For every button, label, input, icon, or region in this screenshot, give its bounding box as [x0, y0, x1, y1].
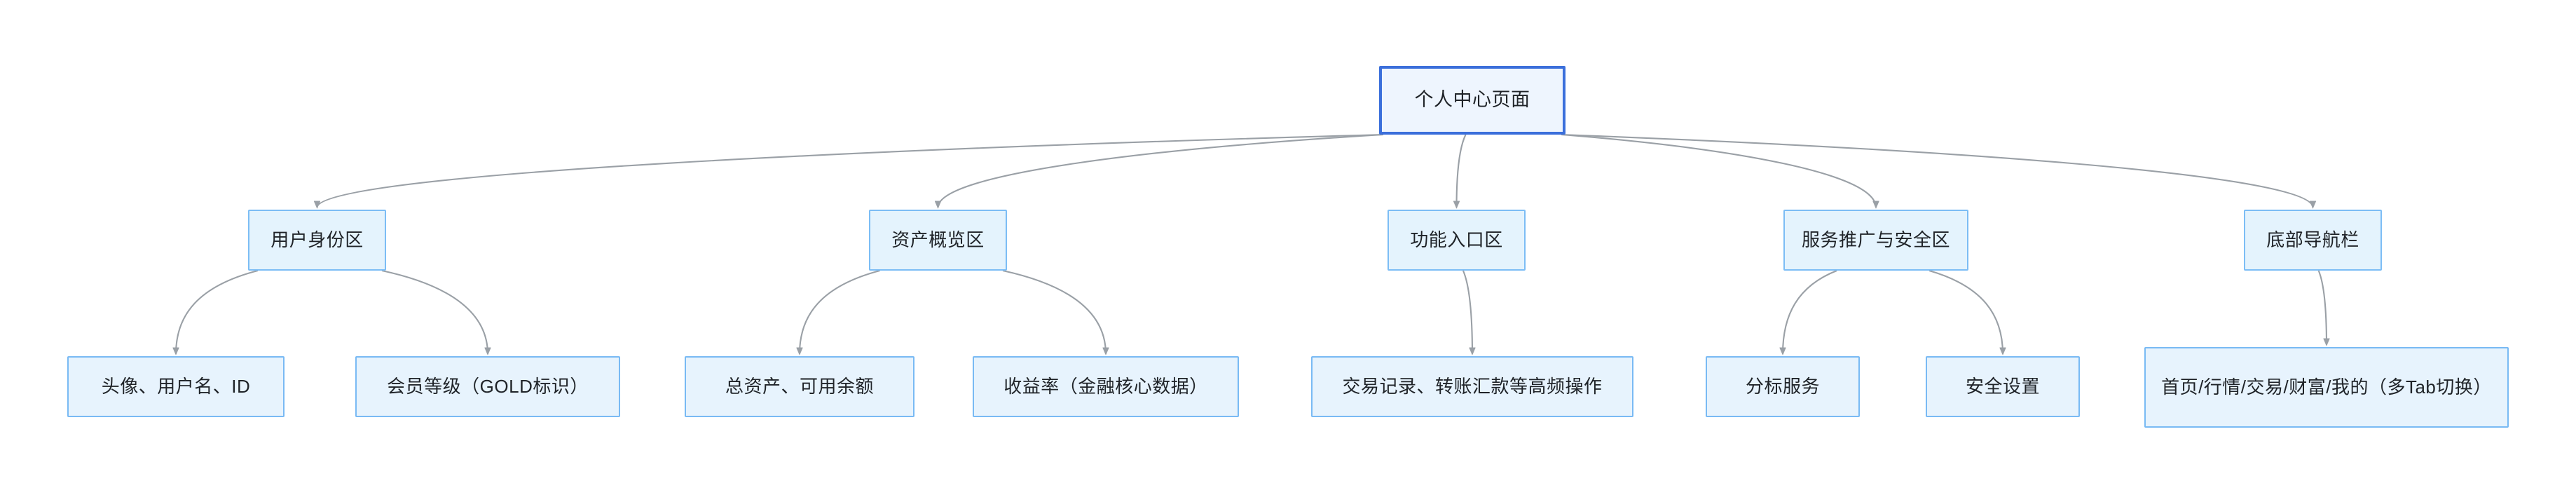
- node-yield-rate[interactable]: 收益率（金融核心数据）: [973, 356, 1239, 417]
- edge-user-identity-to-avatar-username-id: [176, 269, 259, 354]
- node-label: 底部导航栏: [2266, 229, 2359, 250]
- node-label: 个人中心页面: [1414, 89, 1530, 111]
- node-label: 头像、用户名、ID: [101, 375, 251, 397]
- edge-root-to-bottom-nav: [1561, 133, 2313, 208]
- edge-root-to-feature-entry: [1457, 134, 1467, 208]
- edge-root-to-user-identity: [317, 133, 1384, 208]
- edge-asset-overview-to-yield-rate: [1002, 269, 1106, 354]
- edge-paths: [176, 133, 2327, 354]
- node-label: 用户身份区: [270, 229, 364, 250]
- node-bottom-nav[interactable]: 底部导航栏: [2244, 210, 2382, 271]
- node-label: 服务推广与安全区: [1801, 229, 1950, 250]
- node-tiered-service[interactable]: 分标服务: [1706, 356, 1860, 417]
- node-label: 资产概览区: [891, 229, 985, 250]
- edge-root-to-service-security: [1561, 133, 1876, 208]
- node-label: 安全设置: [1965, 375, 2040, 397]
- node-security-settings[interactable]: 安全设置: [1926, 356, 2080, 417]
- node-total-assets[interactable]: 总资产、可用余额: [685, 356, 914, 417]
- node-label: 会员等级（GOLD标识）: [387, 375, 589, 397]
- edge-root-to-asset-overview: [938, 133, 1384, 208]
- node-feature-entry[interactable]: 功能入口区: [1388, 210, 1526, 271]
- node-avatar-username-id[interactable]: 头像、用户名、ID: [67, 356, 285, 417]
- node-label: 收益率（金融核心数据）: [1003, 375, 1208, 397]
- node-label: 交易记录、转账汇款等高频操作: [1342, 375, 1603, 397]
- node-asset-overview[interactable]: 资产概览区: [869, 210, 1007, 271]
- node-root-personal-center[interactable]: 个人中心页面: [1379, 66, 1566, 135]
- node-service-security[interactable]: 服务推广与安全区: [1783, 210, 1968, 271]
- edge-user-identity-to-member-level: [381, 269, 488, 354]
- node-label: 功能入口区: [1410, 229, 1503, 250]
- edge-feature-entry-to-transaction-ops: [1462, 270, 1472, 354]
- node-label: 首页/行情/交易/财富/我的（多Tab切换）: [2161, 376, 2492, 398]
- edge-service-security-to-security-settings: [1928, 269, 2003, 354]
- node-user-identity[interactable]: 用户身份区: [248, 210, 386, 271]
- node-label: 总资产、可用余额: [725, 375, 874, 397]
- edge-service-security-to-tiered-service: [1783, 270, 1837, 354]
- node-member-level[interactable]: 会员等级（GOLD标识）: [355, 356, 620, 417]
- node-transaction-ops[interactable]: 交易记录、转账汇款等高频操作: [1311, 356, 1633, 417]
- edge-bottom-nav-to-tab-nav: [2317, 270, 2327, 345]
- node-tab-nav[interactable]: 首页/行情/交易/财富/我的（多Tab切换）: [2144, 347, 2509, 428]
- node-label: 分标服务: [1745, 375, 1820, 397]
- edge-asset-overview-to-total-assets: [800, 269, 880, 354]
